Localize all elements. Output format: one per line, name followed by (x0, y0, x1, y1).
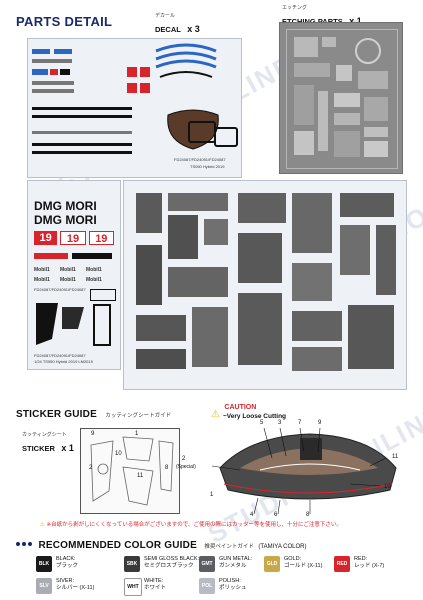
sticker-qty: x 1 (61, 443, 74, 453)
paint-chip-silver: SLV (36, 578, 52, 594)
etching-label: エッチング ETCHING PARTS x 1 (282, 4, 362, 29)
sticker-placement-diagram: 5 3 7 9 2 (Special) 11 10 4 6 8 1 (176, 420, 410, 518)
decal-code: FD24087/FD24091/FD24087 (174, 157, 226, 162)
sticker-label-jp: カッティングシート (22, 432, 67, 438)
etching-parts (294, 37, 388, 157)
decal-oval (167, 109, 219, 150)
decal-label-en: DECAL (155, 25, 181, 34)
decal-sub-code: FD24087/FD24091/FD24087 (34, 287, 86, 292)
paint-label-semi-gloss: SEMI GLOSS BLACK:セミグロスブラック (144, 556, 199, 569)
mobil-text: Mobil1 (60, 267, 76, 273)
sticker-label-en: STICKER (22, 444, 55, 453)
decal-lower-code: FD24087/FD24091/FD24087 (34, 353, 86, 358)
color-guide-header: RECOMMENDED COLOR GUIDE 推奨ペイントガイド (TAMIY… (16, 535, 411, 551)
carbon-decals (136, 193, 396, 371)
mobil-text: Mobil1 (60, 277, 76, 283)
callout-7: 7 (298, 420, 302, 426)
caution-icon: ⚠ (211, 409, 220, 420)
callout-1: 1 (210, 492, 214, 498)
race-number: 19 (60, 231, 86, 245)
dmg-text-1: DMG MORI (34, 199, 97, 213)
decal-lower-shapes (36, 303, 111, 346)
etching-qty: x 1 (349, 16, 362, 26)
sheet-num: 1 (135, 431, 139, 437)
sheet-num: 10 (115, 451, 122, 457)
callout-special: (Special) (176, 464, 196, 470)
callout-8: 8 (306, 512, 310, 518)
mobil-text: Mobil1 (86, 267, 102, 273)
callout-11: 11 (392, 454, 399, 460)
paint-chip-gun-metal: GMT (199, 556, 215, 572)
paint-chip-semi-gloss: SBK (124, 556, 140, 572)
car-body-illustration (211, 428, 397, 515)
etching-label-en: ETCHING PARTS (282, 17, 343, 26)
sticker-warning: ⚠ ※台紙から剥がしにくくなっている場合がございますので、ご使用の際にはカッター… (40, 522, 342, 528)
paint-row-2: SLV SIVER:シルバー (X-11) WHT WHITE:ホワイト POL… (16, 574, 411, 600)
etching-label-jp: エッチング (282, 5, 308, 11)
sheet-num: 8 (165, 465, 169, 471)
paint-chip-black: BLK (36, 556, 52, 572)
decal-label: デカール DECAL x 3 (155, 12, 200, 37)
paint-chip-white: WHT (124, 578, 142, 596)
color-guide-subtitle-en: (TAMIYA COLOR) (258, 544, 307, 550)
paint-chip-gold: GLD (264, 556, 280, 572)
sticker-guide-header: STICKER GUIDE カッティングシートガイド (16, 404, 411, 420)
page-title: PARTS DETAIL (16, 14, 113, 29)
mobil-text: Mobil1 (86, 277, 102, 283)
sheet-num: 9 (91, 431, 95, 437)
callout-5: 5 (260, 420, 264, 426)
caution-sub: ~Very Loose Cutting (223, 413, 287, 420)
color-guide-subtitle-jp: 推奨ペイントガイド (204, 544, 254, 550)
callout-10: 10 (384, 484, 391, 490)
race-number: 19 (88, 231, 114, 245)
decal-label-jp: デカール (155, 13, 176, 19)
decal-sheet-main: FD24087/FD24091/FD24087 TS050 Hybrid 201… (27, 38, 242, 178)
callout-3: 3 (278, 420, 282, 426)
caution-box: ⚠ CAUTION ~Very Loose Cutting (211, 404, 331, 422)
sticker-label: カッティングシート STICKER x 1 (22, 431, 74, 456)
caution-title: CAUTION (224, 404, 257, 411)
paint-row-1: BLK BLACK:ブラック SBK SEMI GLOSS BLACK:セミグロ… (16, 552, 411, 578)
paint-label-silver: SIVER:シルバー (X-11) (56, 578, 95, 591)
callout-2: 2 (182, 456, 186, 462)
decal-lower-caption: 1/24 TS050 Hybrid 2019 LM2019 (34, 359, 93, 364)
race-number: 19 (34, 231, 58, 245)
decal-sheet-carbon (123, 180, 407, 390)
dmg-text-2: DMG MORI (34, 213, 97, 227)
warning-icon: ⚠ (40, 522, 45, 528)
paint-label-gold: GOLD:ゴールド (X-11) (284, 556, 323, 569)
sticker-sheet: 9 1 10 2 11 8 (80, 428, 180, 514)
sheet-num: 2 (89, 465, 93, 471)
paint-label-black: BLACK:ブラック (56, 556, 79, 569)
paint-label-gun-metal: GUN METAL:ガンメタル (219, 556, 253, 569)
callout-4: 4 (250, 512, 254, 518)
sticker-guide-title: STICKER GUIDE (16, 409, 97, 420)
mobil-text: Mobil1 (34, 277, 50, 283)
mobil-text: Mobil1 (34, 267, 50, 273)
callout-9: 9 (318, 420, 322, 426)
paint-chip-polish: POL (199, 578, 215, 594)
paint-label-polish: POLISH:ポリッシュ (219, 578, 247, 591)
decal-caption: TS050 Hybrid 2019 (190, 164, 225, 169)
callout-6: 6 (274, 512, 278, 518)
paint-label-red: RED:レッド (X-7) (354, 556, 385, 569)
paint-label-white: WHITE:ホワイト (144, 578, 167, 591)
sticker-shapes (90, 436, 174, 506)
etching-sheet (279, 22, 403, 174)
paint-chip-red: RED (334, 556, 350, 572)
color-guide-title: RECOMMENDED COLOR GUIDE (38, 540, 197, 551)
decal-arcs (155, 43, 217, 78)
sheet-num: 11 (137, 473, 144, 479)
decal-sheet-dmg: DMG MORI DMG MORI 19 19 19 Mobil1 Mobil1… (27, 180, 121, 370)
decal-qty: x 3 (187, 24, 200, 34)
sticker-guide-subtitle: カッティングシートガイド (105, 413, 172, 419)
